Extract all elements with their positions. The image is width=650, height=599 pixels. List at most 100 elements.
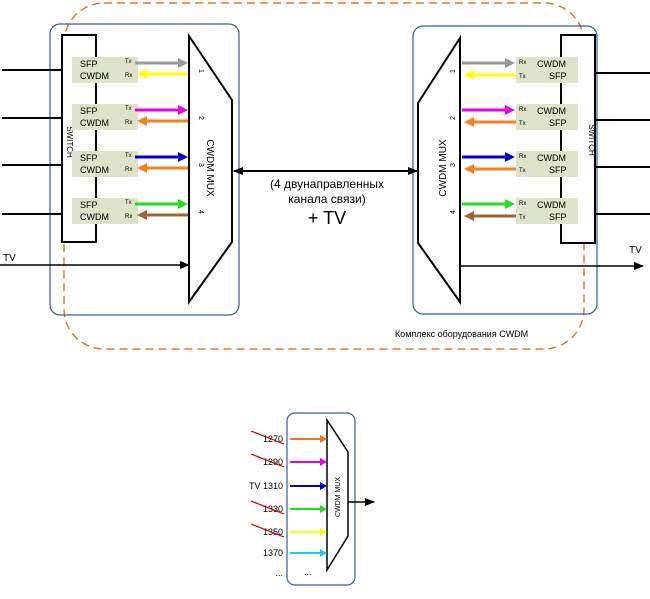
wavelength-arrow-head [320,435,327,443]
right-channel-number: 1 [450,69,457,73]
wavelength-arrow-head [320,505,327,513]
wavelength-label: 1270 [263,434,283,444]
right-rx-label: Rx [519,154,526,160]
left-rx-arrow-4-head [137,210,147,220]
right-sfp-module [516,198,578,224]
wavelength-label: 1350 [263,527,283,537]
wavelength-label: 1330 [263,504,283,514]
wavelength-item: 1350 [250,523,327,538]
left-rx-arrow-1-head [137,69,147,79]
right-tx-arrow-2-head [464,117,474,127]
right-sfp-module [516,57,578,83]
right-rx-label: Rx [519,201,526,207]
left-cwdm-mux [188,32,233,306]
right-channel-number: 3 [450,163,457,167]
left-sfp-label: SFP [80,106,98,116]
left-external-lines [2,69,62,215]
left-tv-label: TV [3,253,16,264]
right-rx-arrow-4-head [505,199,515,209]
right-tx-arrow-4-head [464,211,474,221]
wavelength-label: 1370 [263,548,283,558]
right-channel-number: 2 [450,116,457,120]
right-rx-arrow-1-head [505,58,515,68]
center-link-line2: канала связи) [288,192,365,206]
left-sfp-module [72,151,138,177]
left-tx-label: Tx [125,59,132,65]
left-sfp-label: SFP [80,153,98,163]
center-link-line1: (4 двунаправленных [270,177,384,191]
wavelength-arrow-head [320,549,327,557]
complex-boundary [63,2,585,350]
strike-mark [250,523,285,538]
left-cwdm-label: CWDM [80,212,109,222]
right-tx-arrow-3-head [464,164,474,174]
left-tx-arrow-3-head [178,152,188,162]
wavelength-item: 1330 [250,500,327,515]
left-tx-arrow-2-head [178,105,188,115]
left-sfp-label: SFP [80,59,98,69]
left-tx-label: Tx [125,153,132,159]
right-rx-arrow-2-head [505,105,515,115]
right-tv-label: TV [629,245,642,256]
right-switch-label: SWITCH [587,124,596,156]
right-sfp-label: SFP [549,212,567,222]
right-sfp-module [516,151,578,177]
left-cwdm-label: CWDM [80,118,109,128]
wavelength-arrow-head [320,482,327,490]
right-rx-arrow-3-head [505,152,515,162]
left-channel-number: 1 [197,69,204,73]
right-rx-label: Rx [519,107,526,113]
right-mux-label: CWDM MUX [438,139,449,197]
left-channel-number: 3 [197,163,204,167]
bottom-cwdm-mux [326,417,349,573]
left-rx-label: Rx [125,120,132,126]
wavelength-item: 1290 [250,453,327,468]
left-sfp-label: SFP [80,200,98,210]
right-tx-label: Tx [519,121,526,127]
bottom-mux-frame [286,412,356,586]
left-cwdm-label: CWDM [80,165,109,175]
right-cwdm-label: CWDM [537,153,566,163]
left-rx-label: Rx [125,73,132,79]
wavelength-item: TV 1310 [249,481,327,491]
right-sfp-module [516,104,578,130]
right-sfp-label: SFP [549,165,567,175]
right-tx-label: Tx [519,74,526,80]
left-channel-number: 2 [197,116,204,120]
left-tx-label: Tx [125,200,132,206]
left-tx-label: Tx [125,106,132,112]
right-cwdm-label: CWDM [537,200,566,210]
wavelength-label: 1290 [263,457,283,467]
complex-label: Комплекс оборудования CWDM [395,329,528,339]
wavelength-item: 1270 [250,430,327,445]
bottom-dots: ... [304,567,312,577]
left-tx-arrow-4-head [178,199,188,209]
right-cwdm-mux [417,34,461,306]
left-rx-label: Rx [125,167,132,173]
strike-mark [250,430,285,445]
right-external-lines [595,72,650,215]
left-rx-label: Rx [125,214,132,220]
left-sfp-module [72,57,138,83]
right-tx-label: Tx [519,215,526,221]
left-rx-arrow-2-head [137,116,147,126]
left-tx-arrow-1-head [178,58,188,68]
left-cwdm-label: CWDM [80,71,109,81]
left-mux-label: CWDM MUX [204,139,215,197]
right-sfp-label: SFP [549,71,567,81]
right-tx-arrow-1-head [464,70,474,80]
right-sfp-label: SFP [549,118,567,128]
wavelength-arrow-head [320,528,327,536]
wavelength-item: ... [275,568,283,578]
left-rx-arrow-3-head [137,163,147,173]
left-sfp-module [72,198,138,224]
right-cwdm-label: CWDM [537,106,566,116]
left-channel-number: 4 [197,210,204,214]
